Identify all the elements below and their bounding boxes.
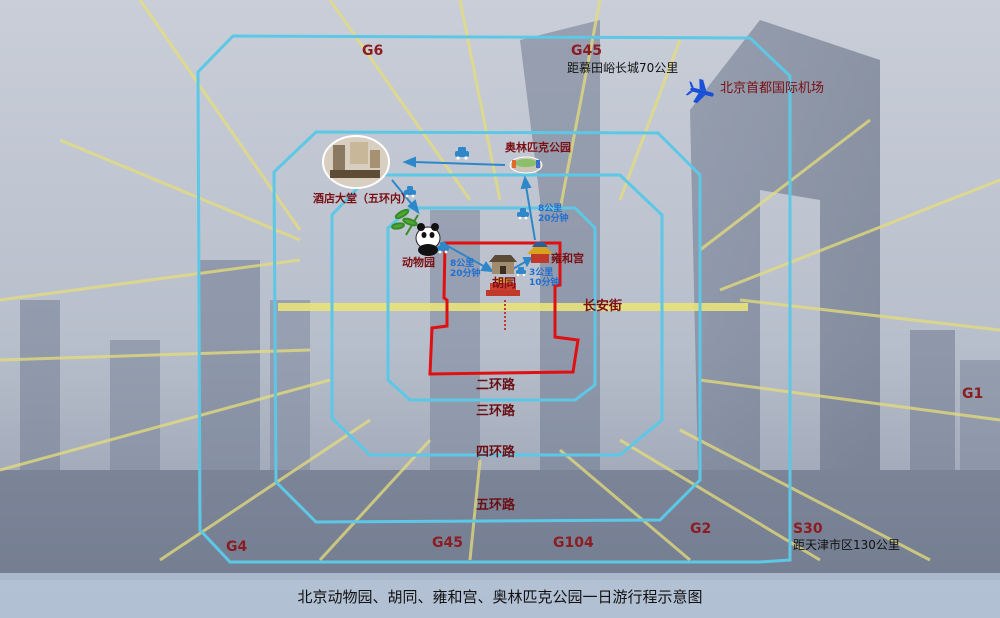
leg-hutong-temple-distance: 3公里 [529, 268, 554, 278]
ring-4-label: 四环路 [476, 445, 516, 460]
lama-temple-label[interactable]: 雍和宫 [551, 252, 584, 265]
car-icon [455, 147, 469, 160]
hotel-label[interactable]: 酒店大堂（五环内） [313, 192, 412, 205]
ring-3 [330, 173, 664, 457]
route-arrows [391, 156, 536, 273]
caption-bar [0, 573, 1000, 618]
olympic-park-label[interactable]: 奥林匹克公园 [505, 141, 571, 154]
changan-avenue-label: 长安街 [583, 299, 623, 314]
highway-g45-top-label: G45 [571, 43, 602, 59]
temple-icon [527, 242, 553, 263]
zoo-label[interactable]: 动物园 [402, 256, 435, 269]
ring-2b [386, 206, 597, 402]
car-icon [516, 267, 526, 277]
ring-roads [196, 34, 792, 564]
car-icon [437, 242, 449, 254]
changan-avenue [278, 303, 748, 311]
highway-g1-label: G1 [962, 386, 984, 402]
ring-4 [272, 130, 702, 524]
leg-temple-olympic-time: 20分钟 [538, 214, 569, 224]
leg-hutong-temple-time: 10分钟 [529, 278, 560, 288]
airport-label: 北京首都国际机场 [720, 81, 825, 96]
great-wall-distance-note: 距慕田峪长城70公里 [567, 61, 679, 75]
second-ring-red [428, 241, 580, 376]
gate-icon [486, 255, 520, 296]
tianjin-distance-note: 距天津市区130公里 [793, 538, 900, 552]
stadium-icon [509, 156, 543, 174]
highway-s30-label: S30 [793, 521, 823, 537]
highway-g45-bottom-label: G45 [432, 535, 463, 551]
leg-temple-olympic-distance: 8公里 [538, 204, 563, 214]
highway-g2-label: G2 [690, 521, 712, 537]
hutong-label[interactable]: 胡同 [492, 276, 517, 290]
ring-5 [196, 34, 792, 564]
highway-g4-label: G4 [226, 539, 248, 555]
highway-g6-label: G6 [362, 43, 384, 59]
airplane-icon [685, 78, 714, 104]
highway-g104-label: G104 [553, 535, 594, 551]
map-caption: 北京动物园、胡同、雍和宫、奥林匹克公园一日游行程示意图 [297, 588, 703, 606]
ring-3-label: 三环路 [476, 404, 516, 419]
car-icon [517, 208, 529, 220]
ring-2-label: 二环路 [476, 378, 516, 393]
leg-zoo-hutong-distance: 8公里 [450, 259, 475, 269]
expressway-lines [0, 0, 1000, 562]
panda-icon [415, 223, 441, 256]
ring-5-label: 五环路 [476, 498, 516, 513]
bamboo-icon [391, 208, 419, 236]
hotel-photo-icon [322, 135, 390, 189]
car-icon [404, 186, 416, 198]
leg-zoo-hutong-time: 20分钟 [450, 269, 481, 279]
